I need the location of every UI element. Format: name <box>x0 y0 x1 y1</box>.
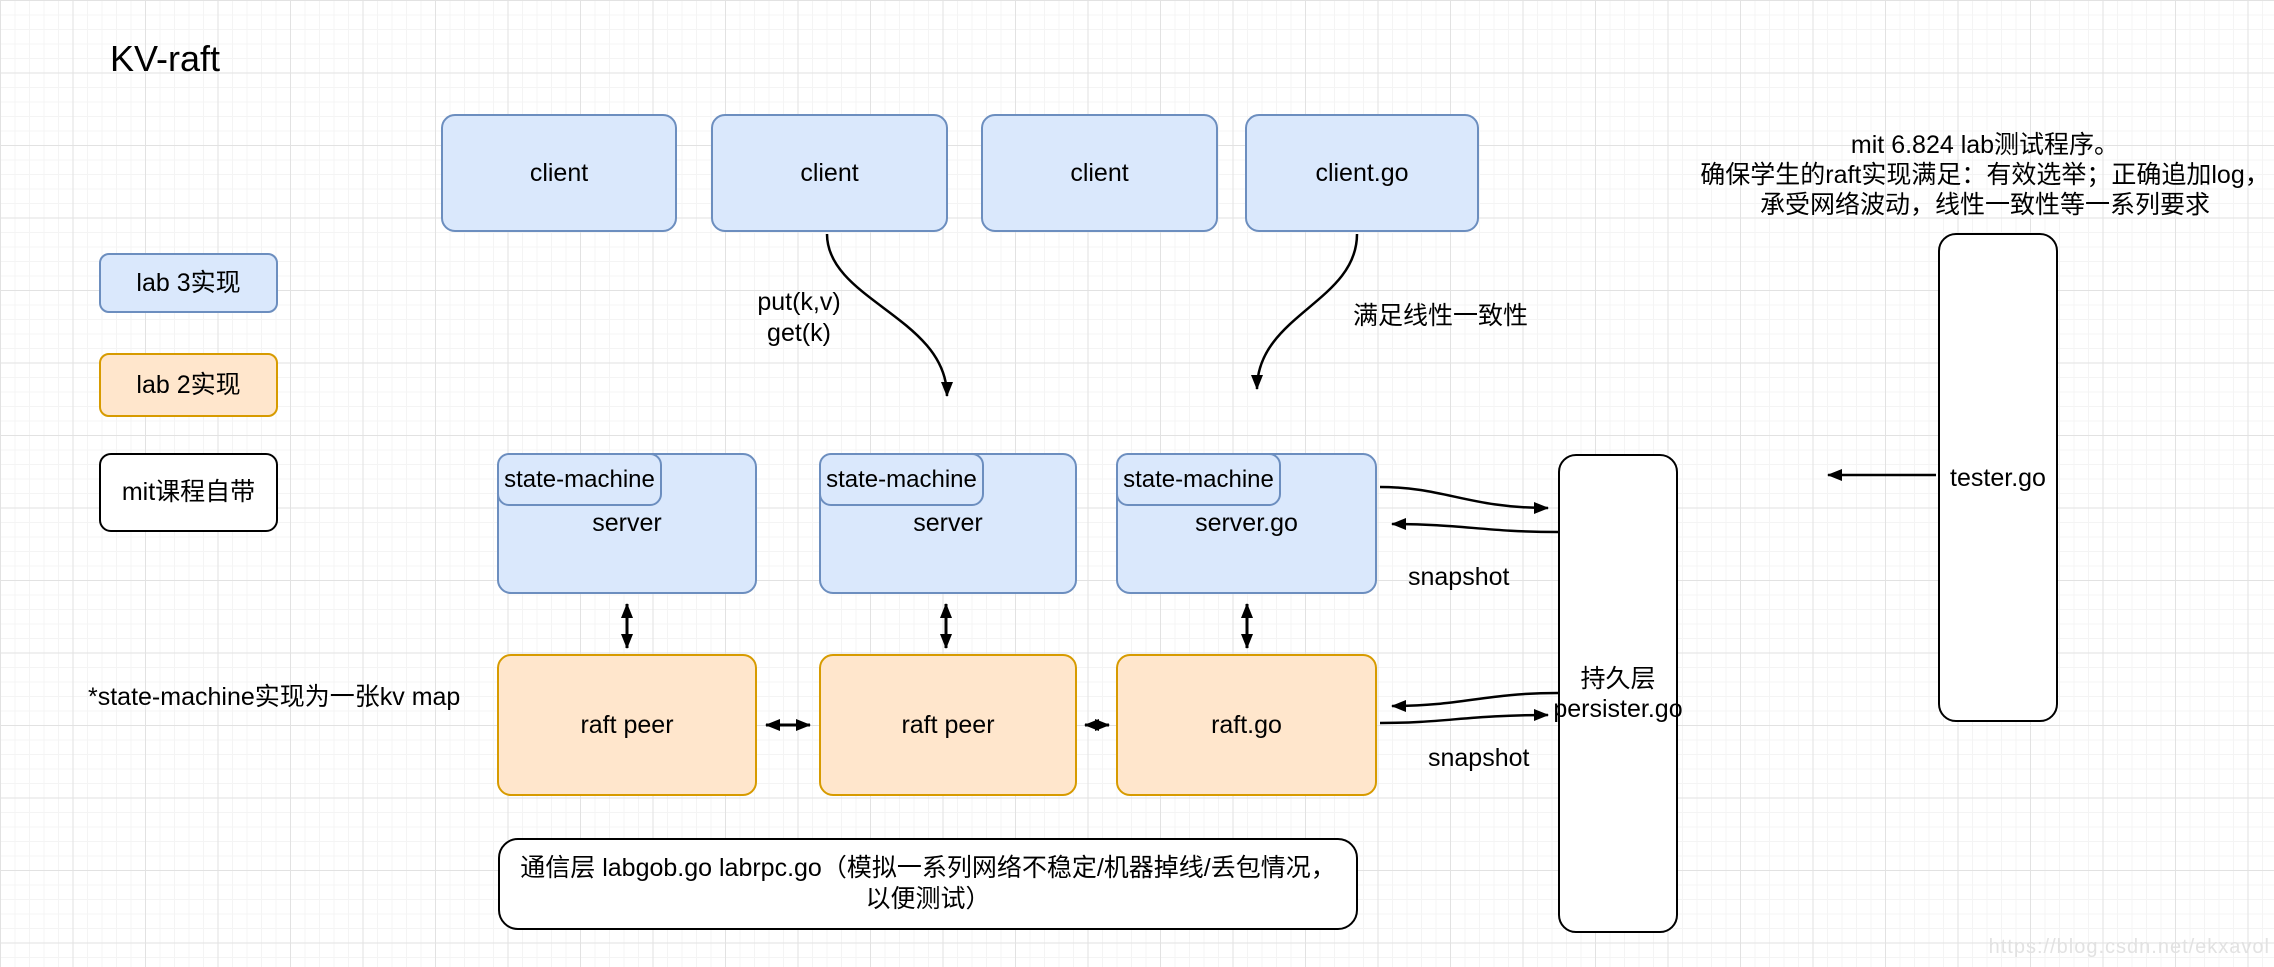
linearizability-annotation: 满足线性一致性 <box>1353 302 1529 330</box>
legend-label: lab 3实现 <box>136 268 241 297</box>
snapshot-annotation-top: snapshot <box>1408 563 1510 591</box>
client-label: client <box>1070 158 1129 187</box>
state-machine-label: state-machine <box>1123 466 1274 493</box>
state-machine-tab: state-machine <box>1116 453 1281 506</box>
client-call-line2: get(k) <box>767 319 831 347</box>
legend-label: mit课程自带 <box>121 478 256 506</box>
client-call-annotation: put(k,v) get(k) <box>728 287 870 349</box>
raft-peer-label: raft peer <box>580 710 674 739</box>
persister-label-line1: 持久层 <box>1580 664 1656 693</box>
client-label: client.go <box>1315 158 1409 187</box>
tester-note-line3: 承受网络波动，线性一致性等一系列要求 <box>1759 191 2210 219</box>
tester-label: tester.go <box>1950 463 2046 492</box>
arrow-persister-to-servergo <box>1391 518 1559 534</box>
state-machine-tab: state-machine <box>497 453 662 506</box>
client-node-3: client <box>981 114 1218 232</box>
server-label: server.go <box>1195 509 1298 537</box>
state-machine-label: state-machine <box>826 466 977 493</box>
persister-label-line2: persister.go <box>1553 694 1683 723</box>
arrow-persister-to-raftgo <box>1391 691 1559 712</box>
server-node-1: state-machine server <box>497 453 757 594</box>
client-node-1: client <box>441 114 677 232</box>
client-label: client <box>529 158 589 187</box>
tester-note-line2: 确保学生的raft实现满足：有效选举；正确追加log， <box>1700 161 2270 189</box>
server-node-2: state-machine server <box>819 453 1077 594</box>
snapshot-annotation-bottom: snapshot <box>1428 744 1530 772</box>
legend-mit: mit课程自带 <box>99 453 278 532</box>
state-machine-label: state-machine <box>504 466 655 493</box>
raft-peer-node-3: raft.go <box>1116 654 1377 796</box>
arrow-raftgo-to-persister <box>1379 709 1549 725</box>
watermark: https://blog.csdn.net/ekxavol <box>1988 936 2270 958</box>
client-call-line1: put(k,v) <box>757 288 841 316</box>
client-node-4: client.go <box>1245 114 1479 232</box>
raft-peer-node-1: raft peer <box>497 654 757 796</box>
legend-lab2: lab 2实现 <box>99 353 278 417</box>
legend-label: lab 2实现 <box>136 370 241 399</box>
server-label: server <box>592 509 662 537</box>
client-label: client <box>800 158 859 187</box>
tester-note-line1: mit 6.824 lab测试程序。 <box>1850 131 2120 159</box>
server-node-3: state-machine server.go <box>1116 453 1377 594</box>
raft-peer-node-2: raft peer <box>819 654 1077 796</box>
diagram-title: KV-raft <box>110 38 221 79</box>
persister-node: 持久层 persister.go <box>1553 454 1683 933</box>
tester-node: tester.go <box>1938 233 2058 722</box>
legend-lab3: lab 3实现 <box>99 253 278 313</box>
arrow-clientgo-to-servergo <box>1251 233 1359 390</box>
state-machine-note: *state-machine实现为一张kv map <box>88 683 461 711</box>
arrow-servergo-to-persister <box>1379 485 1549 514</box>
comm-layer-label: 通信层 labgob.go labrpc.go（模拟一系列网络不稳定/机器掉线/… <box>520 854 1336 913</box>
tester-note: mit 6.824 lab测试程序。 确保学生的raft实现满足：有效选举；正确… <box>1690 130 2274 220</box>
comm-layer-node: 通信层 labgob.go labrpc.go（模拟一系列网络不稳定/机器掉线/… <box>498 838 1358 930</box>
server-label: server <box>913 509 983 537</box>
client-node-2: client <box>711 114 948 232</box>
state-machine-tab: state-machine <box>819 453 984 506</box>
raft-peer-label: raft peer <box>901 710 995 739</box>
raft-peer-label: raft.go <box>1211 710 1282 739</box>
